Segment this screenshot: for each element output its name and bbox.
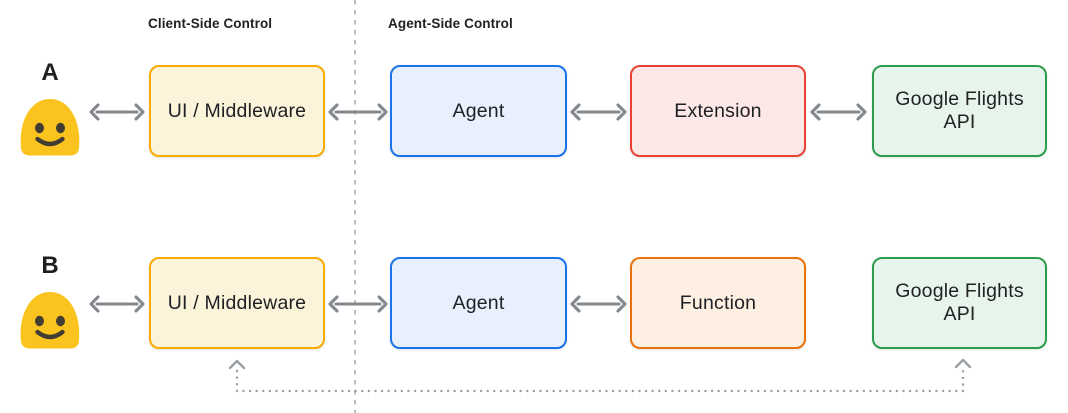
bidir-arrow-agent-extension <box>570 103 627 121</box>
bidir-arrow-ui-agent-b <box>328 295 388 313</box>
node-ui-middleware-a: UI / Middleware <box>149 65 325 157</box>
actor-label-a: A <box>41 59 59 86</box>
node-google-flights-api-b: Google Flights API <box>872 257 1047 349</box>
actor-label-b: B <box>41 252 59 279</box>
direct-connection-path <box>228 358 972 393</box>
node-label: Agent <box>452 99 505 122</box>
blob-right-eye <box>56 315 65 327</box>
node-label: Function <box>679 291 757 314</box>
node-label: UI / Middleware <box>167 291 307 314</box>
blob-smile <box>35 329 65 340</box>
node-function: Function <box>630 257 806 349</box>
bidir-arrow-ui-agent-a <box>328 103 388 121</box>
node-label: Extension <box>674 99 762 122</box>
user-blob-emoji-a <box>20 99 80 156</box>
section-label-client-side: Client-Side Control <box>148 16 273 31</box>
up-arrowhead-into-api <box>954 358 972 369</box>
section-label-agent-side: Agent-Side Control <box>388 16 513 31</box>
node-label: Agent <box>452 291 505 314</box>
bidir-arrow-user-ui-a <box>89 103 145 121</box>
blob-right-eye <box>56 122 65 134</box>
blob-left-eye <box>35 122 44 134</box>
node-ui-middleware-b: UI / Middleware <box>149 257 325 349</box>
node-extension: Extension <box>630 65 806 157</box>
blob-body <box>20 292 80 349</box>
node-google-flights-api-a: Google Flights API <box>872 65 1047 157</box>
blob-body <box>20 99 80 156</box>
dotted-return-line <box>235 368 965 393</box>
bidir-arrow-agent-function <box>570 295 627 313</box>
up-arrowhead-into-ui <box>228 359 246 370</box>
user-blob-emoji-b <box>20 292 80 349</box>
bidir-arrow-user-ui-b <box>89 295 145 313</box>
node-label: Google Flights API <box>895 88 1024 133</box>
node-label: Google Flights API <box>895 280 1024 325</box>
blob-left-eye <box>35 315 44 327</box>
node-agent-a: Agent <box>390 65 567 157</box>
blob-smile <box>35 136 65 147</box>
bidir-arrow-extension-api <box>810 103 867 121</box>
node-label: UI / Middleware <box>167 99 307 122</box>
node-agent-b: Agent <box>390 257 567 349</box>
